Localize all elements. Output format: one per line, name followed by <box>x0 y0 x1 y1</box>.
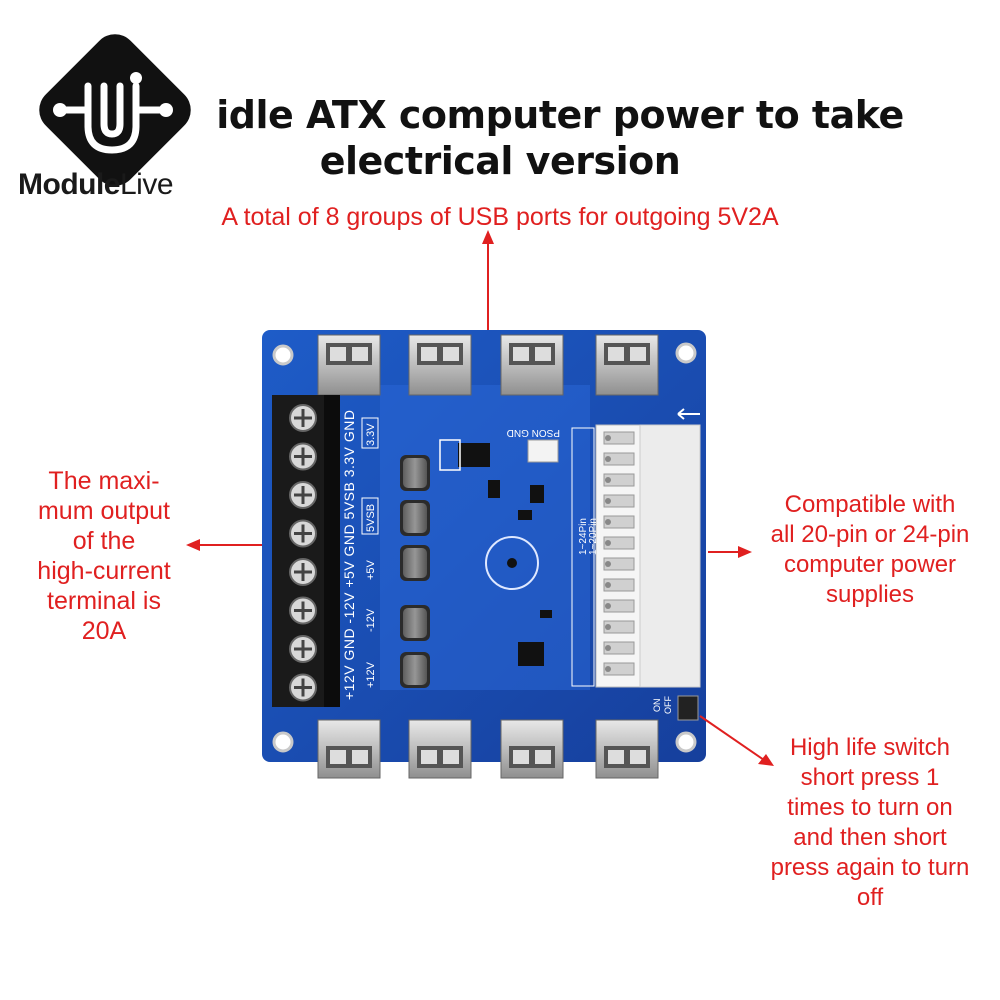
silk-24pin: 1~24Pin <box>578 518 589 555</box>
silk-switch-off: OFF <box>663 696 673 714</box>
switch-line: times to turn on <box>787 794 953 821</box>
psu-header <box>527 439 559 463</box>
usb-ports-top <box>317 334 659 396</box>
usb-annotation: A total of 8 groups of USB ports for out… <box>221 203 779 231</box>
pin-compat-annotation: Compatible with all 20-pin or 24-pin com… <box>750 490 990 610</box>
silk-5vsb: 5VSB <box>365 504 377 532</box>
atx-pin <box>603 557 635 571</box>
atx-24pin-connector: 1~24Pin 1~20Pin <box>571 424 701 688</box>
atx-pin <box>603 515 635 529</box>
terminal-screw <box>289 596 317 625</box>
terminal-screw <box>289 404 317 432</box>
switch-line: High life switch <box>789 734 951 761</box>
terminal-silk-labels: +12V GND -12V +5V GND 5VSB 3.3V GND <box>341 410 357 700</box>
mounting-hole <box>272 344 294 366</box>
switch-line: short press 1 <box>800 764 940 791</box>
logo-wordmark: ModuleLive <box>18 168 174 202</box>
logo-brand-light: Live <box>120 168 174 201</box>
silk-m12v: -12V <box>365 608 377 632</box>
mosfet <box>458 443 490 467</box>
tactile-switch <box>677 695 699 721</box>
silk-switch-on: ON <box>652 699 662 713</box>
atx-pin <box>603 641 635 655</box>
silk-3v3: 3.3V <box>365 423 377 446</box>
terminal-screw <box>289 558 317 586</box>
buzzer-outline <box>485 536 539 590</box>
ic-chip <box>518 642 544 666</box>
pin-line: supplies <box>825 581 915 608</box>
terminal-screw <box>289 519 317 548</box>
terminal-line: high-current <box>37 557 171 585</box>
terminal-line: terminal is <box>47 587 161 615</box>
terminal-screw <box>289 673 317 702</box>
atx-pin <box>603 620 635 634</box>
atx-pin <box>603 578 635 592</box>
silk-5v: +5V <box>365 559 377 580</box>
pin-line: Compatible with <box>784 491 956 518</box>
electrolytic-capacitors <box>400 455 430 688</box>
silk-20pin: 1~20Pin <box>588 518 599 555</box>
switch-line: off <box>856 884 884 911</box>
terminal-screw <box>289 442 317 471</box>
pin-line: computer power <box>783 551 957 578</box>
moduleline-logo-icon <box>39 34 191 186</box>
atx-pin <box>603 494 635 508</box>
atx-pin <box>603 662 635 676</box>
terminal-line: of the <box>72 527 136 555</box>
atx-pin <box>603 452 635 466</box>
atx-pin <box>603 599 635 613</box>
screw-terminal-block <box>272 395 340 707</box>
atx-pin <box>603 536 635 550</box>
mounting-hole <box>675 731 697 753</box>
mounting-hole <box>675 342 697 364</box>
switch-annotation: High life switch short press 1 times to … <box>750 733 990 913</box>
atx-pin <box>603 473 635 487</box>
annotation-arrows <box>186 230 774 766</box>
atx-pin <box>603 431 635 445</box>
title-line-2: electrical version <box>319 139 681 183</box>
usb-ports-bottom <box>317 719 659 779</box>
terminal-line: mum output <box>37 497 170 525</box>
pin-line: all 20-pin or 24-pin <box>770 521 970 548</box>
mounting-hole <box>272 731 294 753</box>
silk-12v: +12V <box>365 661 377 688</box>
switch-line: press again to turn <box>770 854 970 881</box>
switch-arrow <box>699 715 765 761</box>
title-line-1: idle ATX computer power to take <box>216 93 904 137</box>
logo-brand-bold: Module <box>18 168 121 201</box>
page-title: idle ATX computer power to take electric… <box>0 92 1000 184</box>
terminal-line: 20A <box>81 617 127 645</box>
terminal-screw <box>289 635 317 663</box>
psu-header-label: PSON GND <box>507 427 560 438</box>
terminal-screw <box>289 481 317 509</box>
terminal-line: The maxi- <box>48 467 160 495</box>
switch-line: and then short <box>793 824 947 851</box>
terminal-annotation: The maxi- mum output of the high-current… <box>14 466 194 646</box>
